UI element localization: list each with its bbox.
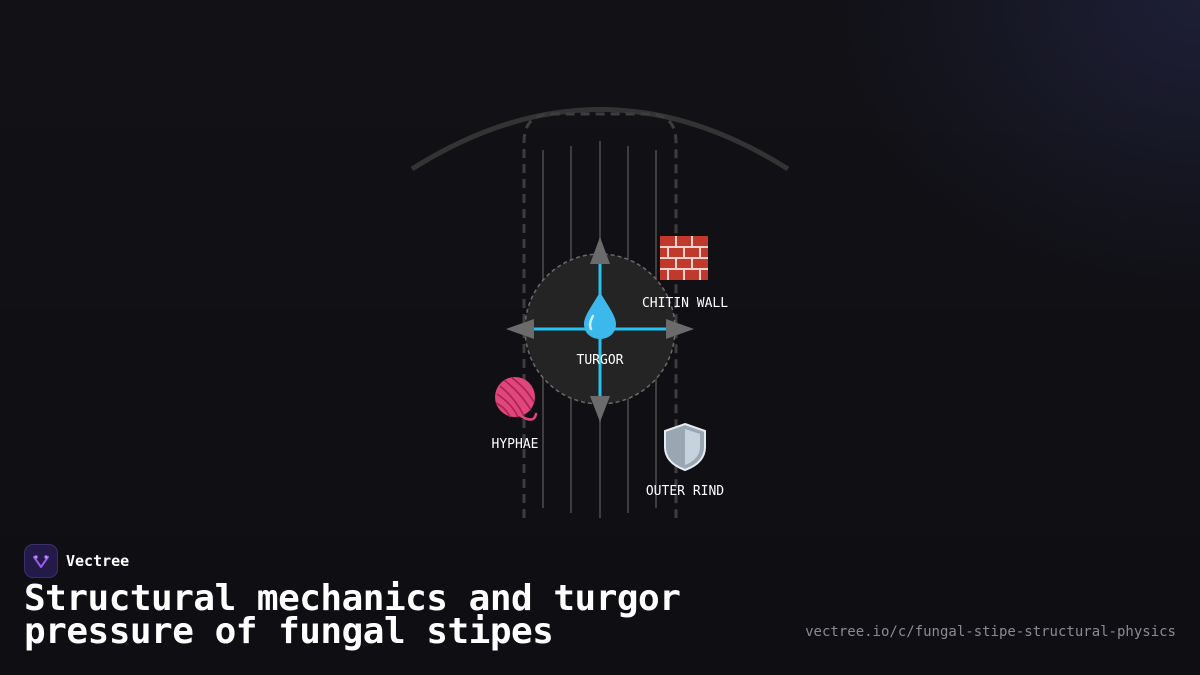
shield-icon	[664, 422, 706, 472]
stipe-diagram: TURGOR CHITIN WALL	[410, 107, 790, 518]
chitin-wall-label: CHITIN WALL	[642, 296, 728, 311]
arrow-left-icon	[506, 319, 534, 339]
stipe-outline	[522, 112, 678, 518]
vectree-logo-icon	[24, 544, 58, 578]
brand: Vectree	[24, 544, 129, 578]
outer-rind-label: OUTER RIND	[646, 484, 724, 499]
droplet-highlight	[588, 314, 595, 331]
yarn-ball-icon	[495, 377, 538, 421]
pressure-arrows	[506, 237, 694, 422]
turgor-label: TURGOR	[577, 353, 624, 368]
arrow-up-icon	[590, 237, 610, 264]
brand-name: Vectree	[66, 552, 130, 570]
page-title: Structural mechanics and turgor pressure…	[24, 578, 681, 652]
water-droplet-icon	[584, 292, 616, 339]
arrow-down-icon	[590, 396, 610, 422]
source-url[interactable]: vectree.io/c/fungal-stipe-structural-phy…	[805, 624, 1176, 640]
arrow-right-icon	[666, 319, 694, 339]
brick-wall-icon	[660, 236, 708, 280]
cap-arc	[410, 107, 790, 172]
hyphae-label: HYPHAE	[492, 437, 539, 452]
